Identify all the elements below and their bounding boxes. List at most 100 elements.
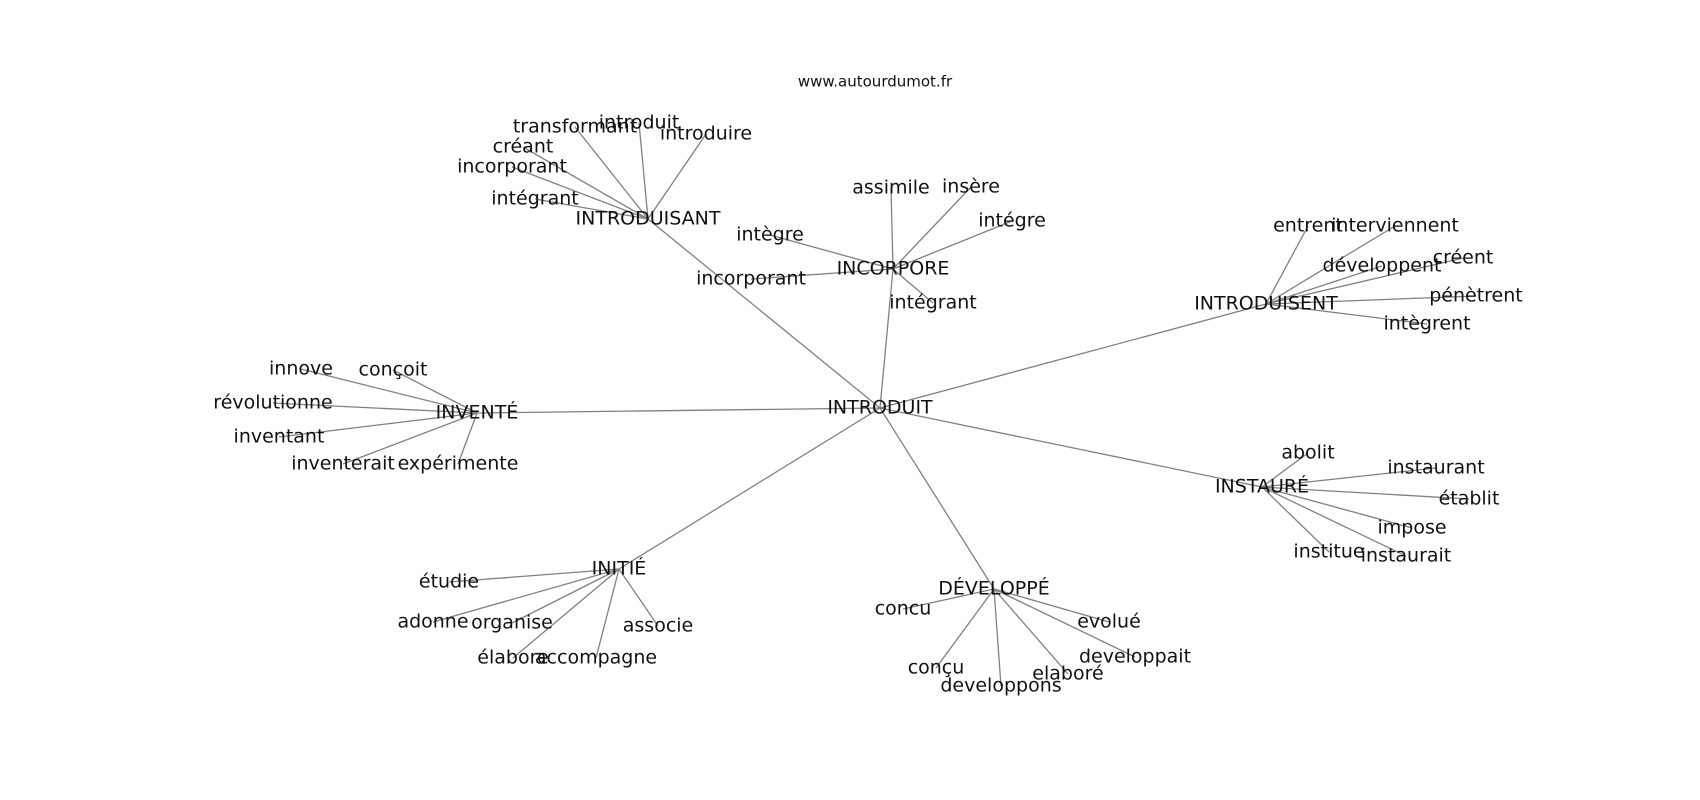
- leaf-node-developpe-evolue: evolué: [1077, 611, 1141, 633]
- edge-initie-associe: [618, 568, 659, 627]
- edge-root-introduisent: [879, 303, 1267, 409]
- edge-introduisent-penetrent: [1265, 295, 1477, 305]
- leaf-node-initie-organise: organise: [471, 612, 553, 634]
- leaf-node-instaure-etablit: établit: [1439, 488, 1500, 510]
- edge-introduisant-introduit: [638, 122, 649, 220]
- leaf-node-introduisant-introduire: introduire: [660, 123, 752, 145]
- leaf-node-invente-inventant: inventant: [234, 426, 325, 448]
- edge-instaure-impose: [1261, 486, 1413, 529]
- edge-initie-etudie: [448, 568, 620, 583]
- source-label: www.autourdumot.fr: [798, 73, 953, 91]
- edge-introduisent-developpent: [1265, 265, 1383, 305]
- leaf-node-introduisent-integrent: intègrent: [1383, 313, 1470, 335]
- edge-invente-experimente: [457, 412, 478, 465]
- edge-instaure-etablit: [1261, 486, 1470, 500]
- leaf-node-invente-concoit: conçoit: [359, 359, 428, 381]
- leaf-node-initie-adonne: adonne: [397, 611, 468, 633]
- edge-invente-innove: [300, 368, 478, 414]
- group-node-instaure: INSTAURÉ: [1215, 475, 1309, 498]
- leaf-node-introduisant-transformant: transformant: [513, 116, 637, 138]
- graph-edges: [272, 122, 1477, 687]
- edge-invente-inventerait: [342, 412, 478, 465]
- edge-developpe-evolue: [993, 588, 1110, 623]
- edge-developpe-concu: [902, 588, 995, 610]
- edge-developpe-concu: [935, 588, 995, 669]
- leaf-node-developpe-elabore: elaboré: [1032, 663, 1103, 685]
- edge-root-instaure: [879, 407, 1263, 488]
- leaf-node-incorpore-integre: intègre: [736, 224, 804, 246]
- edge-instaure-abolit: [1261, 452, 1309, 488]
- leaf-node-instaure-instaurant: instaurant: [1387, 457, 1484, 479]
- leaf-node-invente-experimente: expérimente: [398, 453, 519, 475]
- edge-root-developpe: [879, 407, 995, 590]
- edge-instaure-institue: [1261, 486, 1330, 553]
- edge-developpe-developpait: [993, 588, 1136, 658]
- edge-root-invente: [476, 407, 881, 414]
- leaf-node-introduisent-creent: créent: [1433, 247, 1494, 269]
- leaf-node-instaure-abolit: abolit: [1281, 442, 1334, 464]
- edge-root-incorpore: [879, 268, 894, 409]
- group-node-invente: INVENTÉ: [436, 401, 519, 424]
- edge-introduisant-creant: [522, 146, 649, 220]
- leaf-node-instaure-impose: impose: [1377, 517, 1446, 539]
- leaf-node-introduisent-interviennent: interviennent: [1331, 215, 1459, 237]
- leaf-node-introduisant-introduit: introduit: [599, 112, 680, 134]
- edge-incorpore-insere: [892, 186, 972, 270]
- group-node-initie: INITIÉ: [592, 557, 647, 580]
- edge-initie-elabore: [512, 568, 620, 659]
- edge-introduisant-integrant: [534, 198, 649, 220]
- root-node-label: INTRODUIT: [827, 397, 933, 419]
- leaf-node-introduisent-entrent: entrent: [1273, 215, 1343, 237]
- leaf-node-incorpore-integre: intégre: [978, 210, 1046, 232]
- edge-introduisant-introduire: [647, 133, 707, 220]
- edge-initie-organise: [511, 568, 620, 624]
- leaf-node-invente-inventerait: inventerait: [291, 453, 395, 475]
- edge-root-introduisant: [647, 218, 881, 409]
- leaf-node-introduisant-creant: créant: [493, 136, 554, 158]
- edge-introduisent-creent: [1265, 257, 1464, 305]
- group-node-incorpore: INCORPORE: [837, 258, 950, 280]
- edge-developpe-elabore: [993, 588, 1069, 675]
- edge-invente-revolutionne: [272, 402, 478, 414]
- edge-incorpore-incorporant: [750, 268, 894, 280]
- leaf-node-developpe-developpait: developpait: [1079, 646, 1191, 668]
- leaf-node-invente-innove: innove: [269, 358, 333, 380]
- edge-introduisant-incorporant: [511, 166, 649, 220]
- edge-root-initie: [618, 407, 881, 570]
- leaf-node-initie-etudie: étudie: [419, 571, 479, 593]
- edge-incorpore-integre: [769, 234, 894, 270]
- edge-incorpore-integrant: [892, 268, 934, 304]
- group-node-introduisant: INTRODUISANT: [576, 208, 721, 230]
- leaf-node-incorpore-insere: insère: [942, 176, 1000, 198]
- leaf-node-developpe-concu: conçu: [908, 657, 965, 679]
- edge-invente-concoit: [392, 369, 478, 414]
- edge-invente-inventant: [278, 412, 478, 438]
- edge-introduisent-integrent: [1265, 303, 1428, 325]
- edge-incorpore-assimile: [890, 187, 894, 270]
- leaf-node-incorpore-incorporant: incorporant: [696, 268, 806, 290]
- leaf-node-developpe-developpons: developpons: [940, 675, 1061, 697]
- leaf-node-initie-elabore: élabore: [477, 647, 548, 669]
- edge-introduisent-entrent: [1265, 225, 1309, 305]
- leaf-node-introduisant-integrant: intégrant: [491, 188, 578, 210]
- leaf-node-instaure-instaurait: instaurait: [1361, 545, 1452, 567]
- edge-incorpore-integre: [892, 220, 1013, 270]
- leaf-node-introduisant-incorporant: incorporant: [457, 156, 567, 178]
- edge-introduisent-interviennent: [1265, 225, 1396, 305]
- leaf-node-instaure-institue: institue: [1293, 541, 1364, 563]
- leaf-node-developpe-concu: concu: [875, 598, 932, 620]
- leaf-node-initie-accompagne: accompagne: [535, 647, 657, 669]
- leaf-node-incorpore-assimile: assimile: [852, 177, 929, 199]
- leaf-node-introduisent-developpent: développent: [1323, 255, 1442, 277]
- edge-instaure-instaurait: [1261, 486, 1407, 557]
- edge-initie-accompagne: [595, 568, 620, 659]
- edge-developpe-developpons: [993, 588, 1002, 687]
- graph-labels: www.autourdumot.frINTRODUITINTRODUISANTi…: [213, 73, 1522, 697]
- edge-introduisant-transformant: [574, 126, 649, 220]
- edge-instaure-instaurant: [1261, 467, 1437, 488]
- leaf-node-introduisent-penetrent: pénètrent: [1429, 285, 1523, 307]
- group-node-developpe: DÉVELOPPÉ: [938, 577, 1049, 600]
- group-node-introduisent: INTRODUISENT: [1194, 293, 1338, 315]
- leaf-node-initie-associe: associe: [623, 615, 693, 637]
